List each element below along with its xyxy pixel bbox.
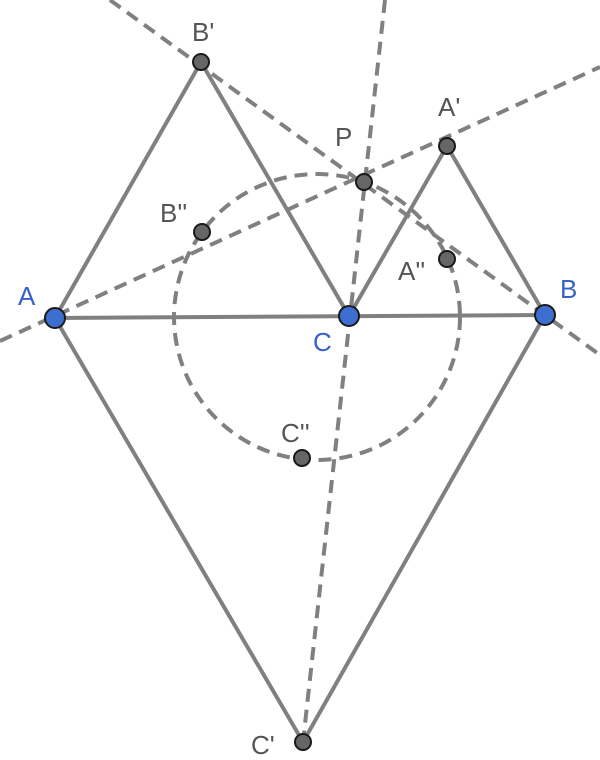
label-a: A [18, 281, 36, 311]
segment-aprime-b [445, 144, 547, 317]
label-p: P [335, 122, 352, 152]
label-a-double-prime: A'' [398, 256, 425, 286]
segment-ab [53, 313, 547, 320]
label-c: C [313, 327, 332, 357]
label-a-prime: A' [438, 92, 460, 122]
point-b[interactable] [534, 304, 556, 326]
segment-bprime-c [199, 60, 351, 318]
point-c-prime [294, 733, 312, 751]
point-b-prime [192, 53, 210, 71]
label-b-prime: B' [192, 17, 214, 47]
triangles [53, 60, 547, 744]
label-b-double-prime: B'' [160, 198, 187, 228]
segment-cprime-b [301, 313, 547, 744]
point-b-double-prime [193, 223, 211, 241]
point-c[interactable] [338, 305, 360, 327]
label-b: B [560, 274, 577, 304]
segment-a-bprime [53, 60, 203, 320]
label-c-prime: C' [251, 730, 275, 760]
point-a-double-prime [438, 250, 456, 268]
construction-lines [0, 0, 600, 743]
point-a[interactable] [44, 307, 66, 329]
segment-c-aprime [347, 144, 449, 318]
point-a-prime [438, 137, 456, 155]
segment-a-cprime [53, 316, 305, 744]
dashed-line-a-aprime [0, 65, 600, 343]
labels: A B C B' A' P B'' A'' C'' C' [18, 17, 577, 760]
point-p [355, 173, 373, 191]
dashed-line-c-cprime [301, 0, 387, 743]
point-c-double-prime [293, 449, 311, 467]
label-c-double-prime: C'' [281, 418, 310, 448]
points [44, 53, 556, 751]
